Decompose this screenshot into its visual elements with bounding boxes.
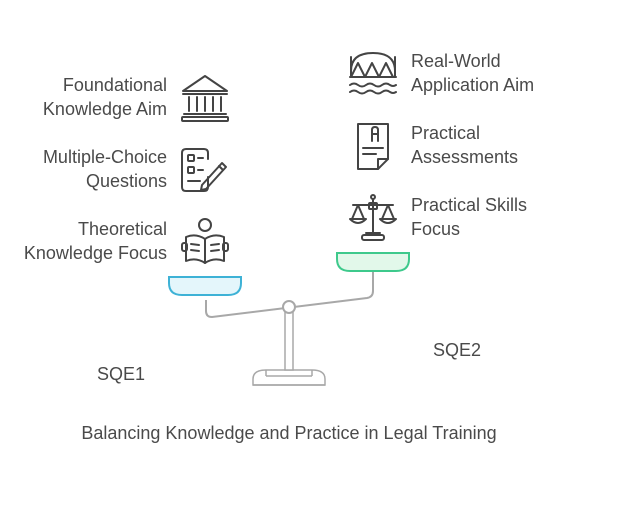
scales-of-justice-icon [349,194,397,241]
diagram-caption: Balancing Knowledge and Practice in Lega… [81,423,497,443]
foundational-knowledge-aim-label: Foundational Knowledge Aim [0,73,167,121]
label-line: Practical [411,123,481,143]
label-line: Practical Skills [411,195,528,215]
practical-assessments-label: Practical Assessments [411,121,518,169]
multiple-choice-questions-label: Multiple-Choice Questions [0,145,167,193]
label-line: Questions [85,171,167,191]
scale-stand [252,309,326,386]
label-line: Foundational [62,75,167,95]
label-line: Knowledge Focus [23,243,167,263]
label-line: Focus [411,219,461,239]
bank-building-icon [181,75,229,122]
practical-skills-focus-label: Practical Skills Focus [411,193,527,241]
label-line: Theoretical [77,219,167,239]
label-line: Multiple-Choice [42,147,167,167]
label-line: Assessments [411,147,519,167]
label-line: Knowledge Aim [42,99,167,119]
left-pan [168,276,242,296]
checklist-pencil-icon [181,148,227,192]
label-line: Real-World [411,51,501,71]
theoretical-knowledge-focus-label: Theoretical Knowledge Focus [0,217,167,265]
document-icon [357,123,389,170]
bridge-icon [349,52,397,95]
label-line: Application Aim [411,75,535,95]
person-reading-icon [181,218,229,264]
real-world-application-aim-label: Real-World Application Aim [411,49,534,97]
sqe1-label: SQE1 [97,364,146,384]
sqe2-label: SQE2 [433,340,482,360]
scale-pivot [282,300,296,314]
right-pan [336,252,410,272]
